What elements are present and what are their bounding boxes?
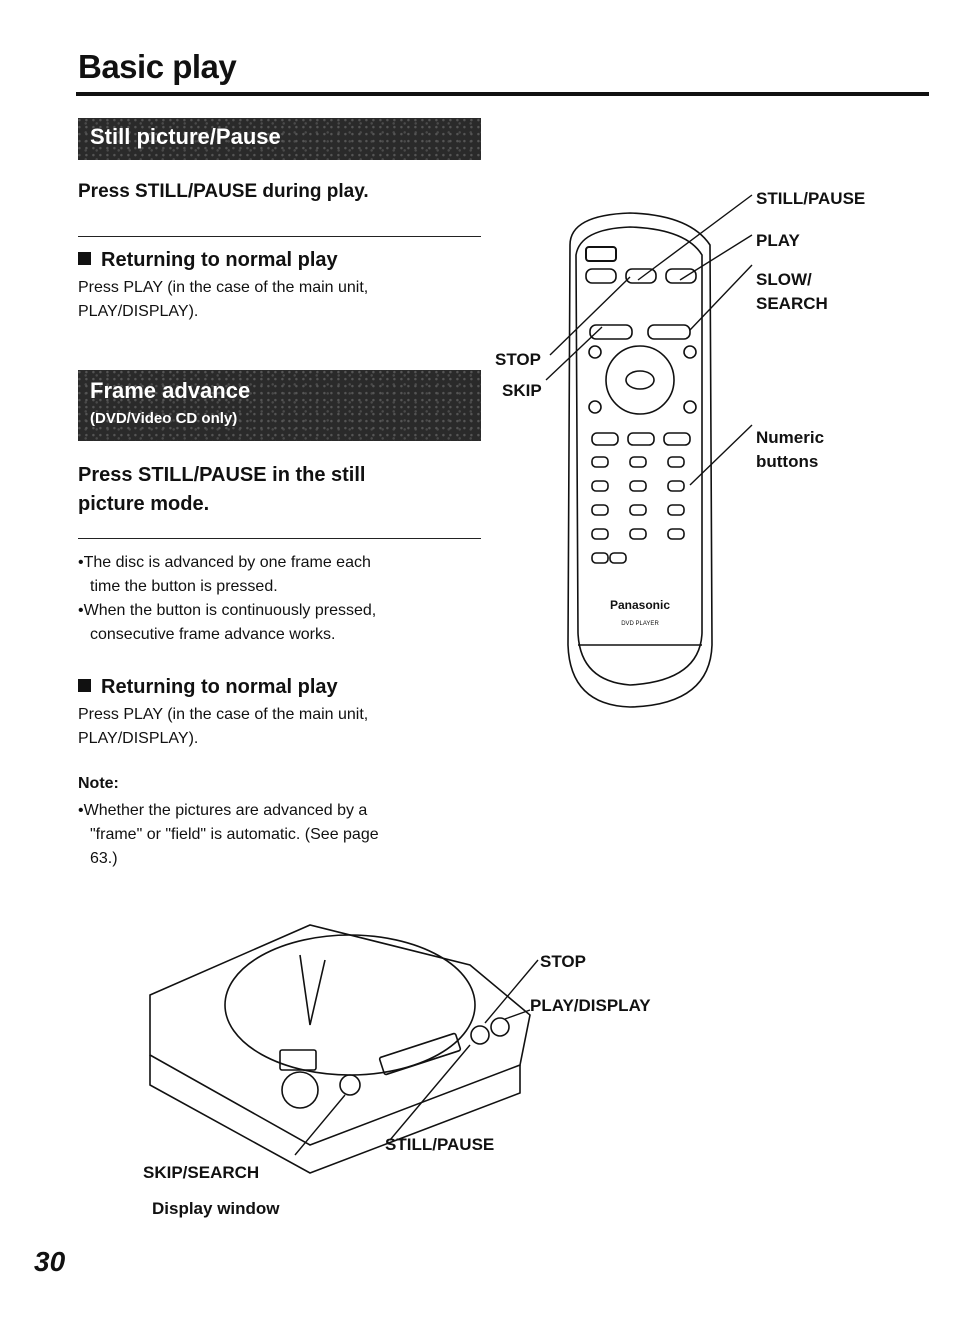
frame-advance-banner-subtext: (DVD/Video CD only) <box>90 410 238 427</box>
player-label-skip-search: SKIP/SEARCH <box>143 1163 260 1182</box>
label-slow: SLOW/ <box>756 270 812 289</box>
player-label-stop: STOP <box>540 952 586 971</box>
returning-heading-2: Returning to normal play <box>78 676 338 699</box>
still-pause-banner: Still picture/Pause <box>78 118 481 160</box>
title-rule <box>76 92 929 96</box>
note-heading: Note: <box>78 775 119 792</box>
still-pause-instruction: Press STILL/PAUSE during play. <box>78 181 369 202</box>
frame-advance-banner-text: Frame advance <box>90 378 251 403</box>
bullet-square-icon <box>78 679 91 692</box>
section-divider <box>78 236 481 237</box>
bullet-square-icon <box>78 252 91 265</box>
remote-brand: Panasonic <box>610 598 670 612</box>
returning-text-2: Press PLAY (in the case of the main unit… <box>78 706 369 747</box>
returning-text-1: Press PLAY (in the case of the main unit… <box>78 279 369 320</box>
remote-control-illustration: Panasonic DVD PLAYER <box>545 194 753 708</box>
frame-advance-bullets: •The disc is advanced by one frame each … <box>78 554 377 643</box>
returning-heading-1: Returning to normal play <box>78 249 338 272</box>
section-divider <box>78 538 481 539</box>
page-number: 30 <box>34 1246 66 1277</box>
player-label-still-pause: STILL/PAUSE <box>385 1135 495 1154</box>
label-play: PLAY <box>756 231 800 250</box>
player-label-play-display: PLAY/DISPLAY <box>530 996 651 1015</box>
label-numeric: Numeric <box>756 428 825 447</box>
label-still-pause: STILL/PAUSE <box>756 189 866 208</box>
page-title: Basic play <box>78 48 237 85</box>
note-text: •Whether the pictures are advanced by a … <box>78 802 379 867</box>
still-pause-banner-text: Still picture/Pause <box>90 124 281 149</box>
label-skip: SKIP <box>502 381 542 400</box>
label-search: SEARCH <box>756 294 828 313</box>
dvd-player-illustration <box>149 924 539 1174</box>
player-label-display-window: Display window <box>152 1199 280 1218</box>
frame-advance-banner: Frame advance (DVD/Video CD only) <box>78 370 481 441</box>
label-buttons: buttons <box>756 452 819 471</box>
label-stop: STOP <box>495 350 541 369</box>
remote-model: DVD PLAYER <box>621 621 659 627</box>
frame-advance-instruction: Press STILL/PAUSE in the still picture m… <box>78 464 366 515</box>
